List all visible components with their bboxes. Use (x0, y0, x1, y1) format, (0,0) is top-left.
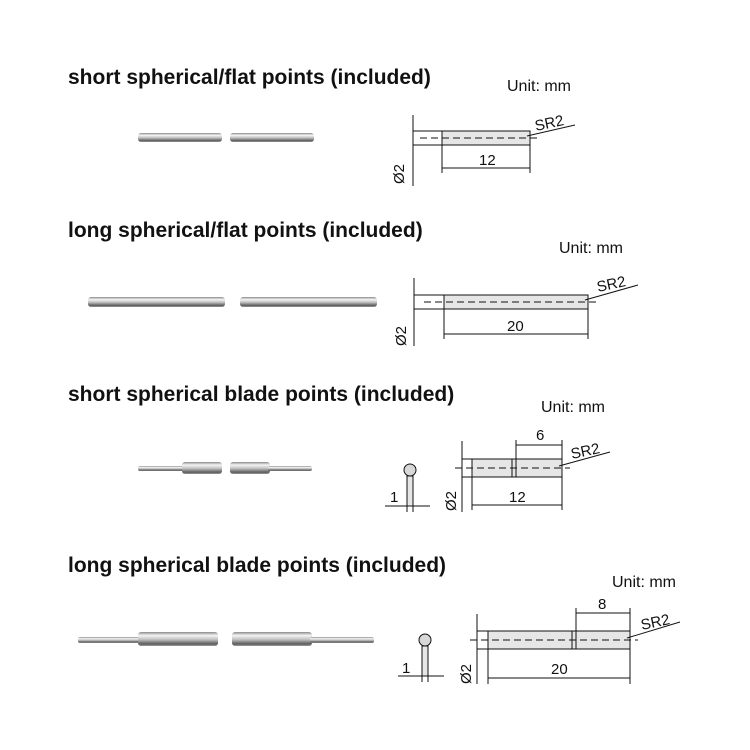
drawing-short-flat-point (412, 115, 576, 186)
blade-length-label: 8 (598, 596, 606, 613)
photo-long-blade-points (78, 632, 374, 646)
drawing-short-blade-point (455, 440, 611, 512)
radius-label: SR2 (639, 611, 671, 634)
pin-photo (138, 133, 222, 142)
radius-leader (558, 451, 611, 467)
pin-photo-shank (138, 466, 184, 471)
radius-leader (526, 124, 576, 137)
pin-photo-shank (310, 637, 374, 643)
radius-leader (626, 621, 681, 639)
pin-photo-body (182, 462, 222, 474)
section-title-short-blade: short spherical blade points (included) (68, 383, 455, 406)
section-title-long-flat: long spherical/flat points (included) (68, 219, 423, 242)
pin-photo-shank (78, 637, 140, 643)
blade-stem (421, 645, 429, 677)
pin-photo-body (230, 462, 270, 474)
diameter-label: Ø2 (443, 491, 460, 511)
drawing-long-blade-end-view (398, 633, 444, 682)
drawing-long-blade-point (470, 608, 681, 684)
section-title-short-flat: short spherical/flat points (included) (68, 66, 431, 89)
unit-label-long-blade: Unit: mm (612, 574, 676, 591)
length-label: 20 (507, 318, 524, 335)
diameter-label: Ø2 (391, 164, 408, 184)
radius-label: SR2 (569, 440, 601, 463)
photo-short-flat-points (138, 133, 314, 142)
unit-label-long-flat: Unit: mm (559, 240, 623, 257)
blade-stem (406, 475, 414, 507)
radius-label: SR2 (595, 273, 627, 296)
diameter-label: Ø2 (393, 326, 410, 346)
radius-label: SR2 (533, 112, 565, 135)
blade-width-label: 1 (402, 660, 410, 677)
pin-photo-shank (268, 466, 312, 471)
length-label: 12 (509, 489, 526, 506)
unit-label-short-flat: Unit: mm (507, 78, 571, 95)
pin-photo-body (232, 632, 312, 646)
blade-width-label: 1 (390, 489, 398, 506)
length-label: 20 (551, 661, 568, 678)
unit-label-short-blade: Unit: mm (541, 399, 605, 416)
blade-circle (418, 633, 432, 647)
section-title-long-blade: long spherical blade points (included) (68, 554, 447, 577)
radius-leader (584, 284, 639, 301)
pin-photo-body (138, 632, 218, 646)
diameter-label: Ø2 (458, 664, 475, 684)
blade-length-label: 6 (536, 427, 544, 444)
pin-photo (240, 297, 377, 307)
photo-short-blade-points (138, 462, 312, 474)
drawing-long-flat-point (413, 278, 639, 346)
pin-photo (88, 297, 225, 307)
photo-long-flat-points (88, 297, 377, 307)
drawing-short-blade-end-view (385, 463, 430, 512)
length-label: 12 (479, 152, 496, 169)
blade-circle (403, 463, 417, 477)
pin-photo (230, 133, 314, 142)
